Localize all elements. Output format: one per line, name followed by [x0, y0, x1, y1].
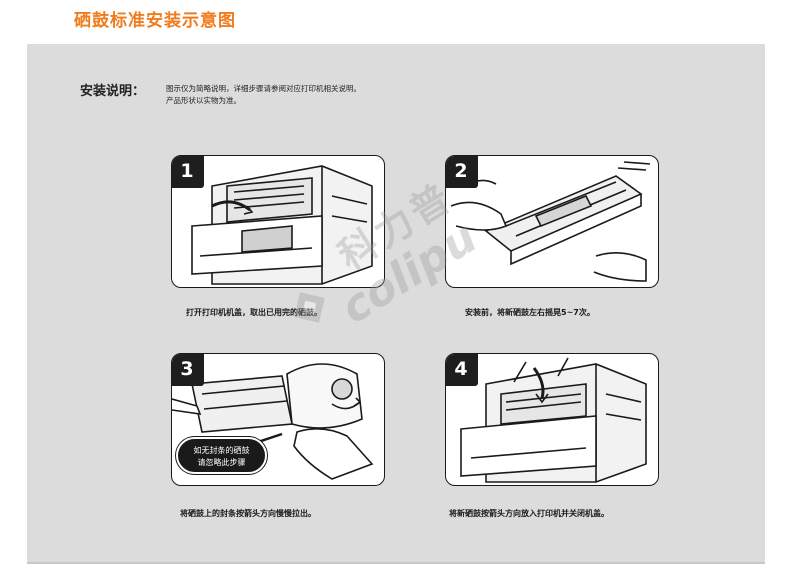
note-line-2: 请忽略此步骤 — [197, 458, 246, 467]
shake-cartridge-icon — [450, 161, 651, 282]
note-line-1: 如无封条的硒鼓 — [193, 446, 250, 455]
divider — [27, 562, 765, 564]
step-number: 4 — [446, 354, 478, 386]
intro-line-1: 图示仅为简略说明，详细步骤请参阅对应打印机相关说明。 — [166, 84, 361, 93]
insert-cartridge-icon — [460, 357, 647, 483]
intro-text: 图示仅为简略说明，详细步骤请参阅对应打印机相关说明。 产品形状以实物为准。 — [166, 83, 361, 107]
step-2-illustration: 2 — [445, 155, 659, 288]
step-3-caption: 将硒鼓上的封条按箭头方向慢慢拉出。 — [180, 509, 316, 518]
step-4-caption: 将新硒鼓按箭头方向放入打印机并关闭机盖。 — [449, 509, 609, 518]
pull-seal-icon — [172, 363, 374, 480]
intro-line-2: 产品形状以实物为准。 — [166, 96, 241, 105]
step-4-illustration: 4 — [445, 353, 659, 486]
intro-heading: 安装说明： — [80, 84, 146, 99]
step-1-illustration: 1 — [171, 155, 385, 288]
step-1-caption: 打开打印机机盖，取出已用完的硒鼓。 — [186, 308, 322, 317]
page-title: 硒鼓标准安装示意图 — [74, 11, 236, 31]
note-bubble: 如无封条的硒鼓 请忽略此步骤 — [176, 437, 267, 474]
step-number: 2 — [446, 156, 478, 188]
step-number: 1 — [172, 156, 204, 188]
printer-open-icon — [191, 165, 373, 285]
step-number: 3 — [172, 354, 204, 386]
step-2-caption: 安装前，将新硒鼓左右摇晃5~7次。 — [465, 308, 595, 317]
